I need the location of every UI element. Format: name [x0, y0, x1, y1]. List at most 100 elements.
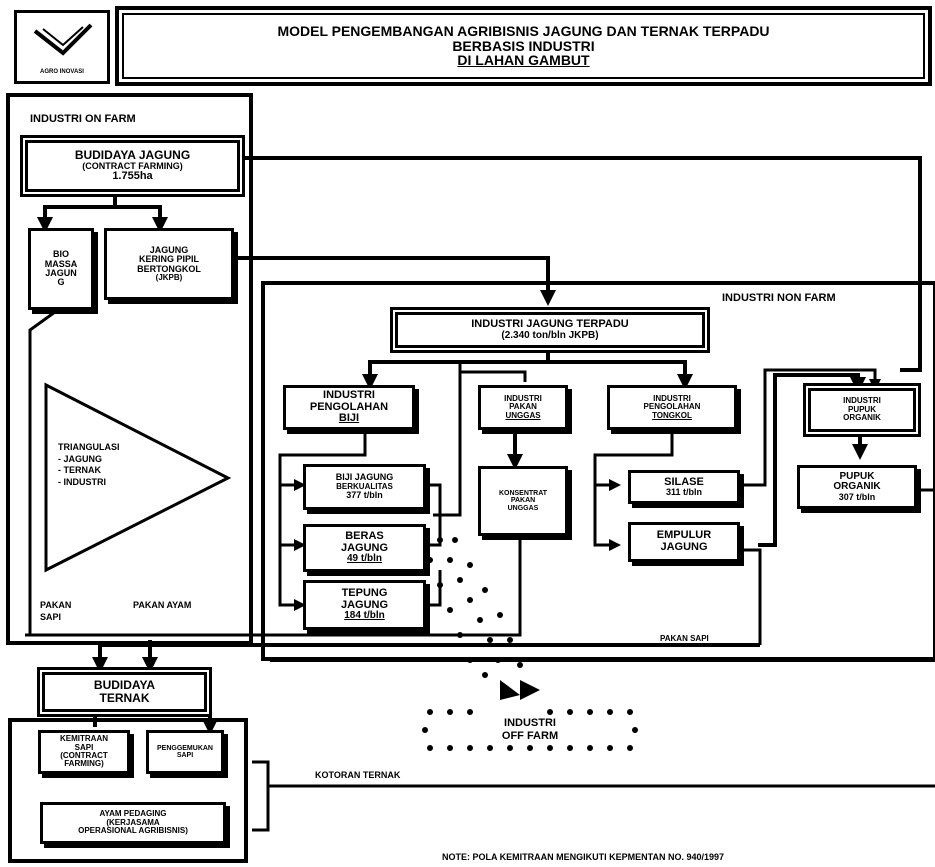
jagung-kering-box: JAGUNG KERING PIPIL BERTONGKOL (JKPB): [104, 228, 234, 300]
ayam-pedaging-line1: AYAM PEDAGING: [99, 809, 167, 819]
off-farm-line2: OFF FARM: [501, 730, 559, 743]
silase-value: 311 t/bln: [665, 487, 702, 498]
budidaya-ternak-line2: TERNAK: [99, 691, 150, 705]
ayam-pedaging-line2: (KERJASAMA: [106, 817, 160, 827]
triangulasi-triangle: [44, 382, 232, 573]
triangulasi-item-ternak: - TERNAK: [58, 465, 101, 476]
footnote: NOTE: POLA KEMITRAAN MENGIKUTI KEPMENTAN…: [442, 852, 725, 862]
budidaya-jagung-box: BUDIDAYA JAGUNG (CONTRACT FARMING) 1.755…: [25, 140, 240, 192]
kemitraan-line4: FARMING): [64, 759, 104, 769]
kemitraan-line2: SAPI: [74, 742, 94, 752]
budidaya-ternak-line1: BUDIDAYA: [93, 678, 156, 693]
non-farm-pakan-sapi-label: PAKAN SAPI: [660, 634, 709, 643]
triangulasi-text: TRIANGULASI - JAGUNG - TERNAK - INDUSTRI: [58, 442, 120, 489]
bio-massa-line4: G: [57, 277, 65, 288]
pakan-sapi-line2: SAPI: [40, 611, 62, 622]
pengolahan-biji-line1: INDUSTRI: [323, 389, 375, 402]
off-farm-line1: INDUSTRI: [504, 717, 556, 729]
title-line2: BERBASIS INDUSTRI: [452, 37, 595, 54]
tepung-jagung-line1: TEPUNG: [341, 587, 388, 600]
non-farm-title: INDUSTRI NON FARM: [722, 292, 836, 304]
jkpb-line2: KERING PIPIL: [138, 254, 199, 265]
pengolahan-biji-line2: PENGOLAHAN: [309, 400, 389, 413]
agro-inovasi-logo-icon: [33, 23, 93, 56]
tepung-jagung-line2: JAGUNG: [340, 598, 389, 611]
pengolahan-tongkol-line3: TONGKOL: [652, 410, 692, 420]
tepung-jagung-value: 184 t/bln: [344, 610, 385, 622]
budidaya-jagung-line1: BUDIDAYA JAGUNG: [74, 148, 191, 163]
empulur-line2: JAGUNG: [660, 541, 708, 553]
konsentrat-box: KONSENTRAT PAKAN UNGGAS: [478, 466, 568, 536]
title-line3: DI LAHAN GAMBUT: [457, 52, 590, 69]
pupuk-organik-line2: ORGANIK: [833, 481, 881, 493]
pakan-ayam-label: PAKAN AYAM: [133, 600, 192, 610]
kemitraan-box: KEMITRAAN SAPI (CONTRACT FARMING): [38, 730, 130, 774]
ayam-pedaging-line3: OPERASIONAL AGRIBISNIS): [78, 826, 188, 836]
pengolahan-tongkol-line2: PENGOLAHAN: [643, 402, 701, 412]
biji-berkualitas-line2: BERKUALITAS: [336, 481, 393, 491]
penggemukan-line2: SAPI: [176, 752, 194, 759]
silase-box: SILASE 311 t/bln: [628, 470, 740, 504]
pupuk-ind-line3: ORGANIK: [843, 413, 881, 423]
budidaya-jagung-area: 1.755ha: [112, 170, 153, 183]
jkpb-line3: BERTONGKOL: [137, 263, 201, 274]
logo-box: AGRO INOVASI: [14, 10, 110, 84]
pupuk-ind-line1: INDUSTRI: [843, 396, 881, 406]
terpadu-line1: INDUSTRI JAGUNG TERPADU: [471, 317, 629, 330]
beras-jagung-line2: JAGUNG: [340, 541, 389, 554]
konsentrat-line1: KONSENTRAT: [498, 489, 548, 497]
title-line1: MODEL PENGEMBANGAN AGRIBISNIS JAGUNG DAN…: [277, 22, 770, 39]
lower-on-farm-frame: [8, 718, 248, 863]
beras-jagung-box: BERAS JAGUNG 49 t/bln: [303, 524, 426, 572]
pakan-unggas-line2: PAKAN: [509, 402, 537, 412]
empulur-box: EMPULUR JAGUNG: [628, 522, 740, 562]
pengolahan-tongkol-box: INDUSTRI PENGOLAHAN TONGKOL: [607, 385, 737, 430]
industri-terpadu-box: INDUSTRI JAGUNG TERPADU (2.340 ton/bln J…: [395, 312, 705, 348]
penggemukan-box: PENGGEMUKAN SAPI: [146, 730, 224, 774]
pupuk-organik-line1: PUPUK: [839, 470, 875, 482]
kemitraan-line3: (CONTRACT: [60, 751, 108, 760]
on-farm-title: INDUSTRI ON FARM: [30, 113, 136, 125]
pengolahan-biji-line3: BIJI: [338, 412, 360, 425]
biji-berkualitas-box: BIJI JAGUNG BERKUALITAS 377 t/bln: [303, 464, 426, 510]
beras-jagung-line1: BERAS: [345, 530, 384, 543]
konsentrat-line3: UNGGAS: [507, 504, 539, 512]
pakan-sapi-label: PAKAN SAPI: [40, 600, 71, 623]
pupuk-ind-line2: PUPUK: [847, 404, 876, 414]
pakan-sapi-line1: PAKAN: [40, 600, 72, 610]
jkpb-line1: JAGUNG: [149, 244, 189, 255]
pengolahan-biji-box: INDUSTRI PENGOLAHAN BIJI: [283, 385, 415, 430]
triangulasi-title: TRIANGULASI: [58, 442, 120, 452]
silase-line1: SILASE: [664, 475, 704, 488]
kotoran-ternak-label: KOTORAN TERNAK: [315, 770, 401, 780]
title-box: MODEL PENGEMBANGAN AGRIBISNIS JAGUNG DAN…: [115, 6, 932, 86]
pakan-unggas-box: INDUSTRI PAKAN UNGGAS: [478, 385, 568, 430]
triangulasi-item-industri: - INDUSTRI: [58, 477, 106, 488]
pupuk-organik-box: PUPUK ORGANIK 307 t/bln: [797, 465, 917, 509]
logo-text: AGRO INOVASI: [40, 68, 84, 75]
pakan-unggas-line3: UNGGAS: [505, 410, 541, 420]
bio-massa-line1: BIO: [52, 249, 69, 260]
biji-berkualitas-value: 377 t/bln: [346, 490, 383, 501]
bio-massa-line2: MASSA: [44, 258, 78, 269]
triangulasi-item-jagung: - JAGUNG: [58, 453, 103, 464]
konsentrat-line2: PAKAN: [510, 497, 536, 505]
industri-pupuk-box: INDUSTRI PUPUK ORGANIK: [808, 388, 916, 432]
budidaya-jagung-line2: (CONTRACT FARMING): [82, 160, 183, 171]
biji-berkualitas-line1: BIJI JAGUNG: [335, 472, 394, 483]
budidaya-ternak-box: BUDIDAYA TERNAK: [42, 672, 207, 712]
beras-jagung-value: 49 t/bln: [346, 553, 382, 565]
terpadu-line2: (2.340 ton/bln JKPB): [501, 329, 599, 341]
empulur-line1: EMPULUR: [656, 529, 712, 542]
bio-massa-line3: JAGUN: [45, 268, 77, 278]
ayam-pedaging-box: AYAM PEDAGING (KERJASAMA OPERASIONAL AGR…: [40, 802, 226, 844]
kemitraan-line1: KEMITRAAN: [60, 734, 108, 744]
pakan-unggas-line1: INDUSTRI: [504, 393, 542, 403]
off-farm-label: INDUSTRI OFF FARM: [470, 717, 590, 743]
jkpb-line4: (JKPB): [155, 272, 183, 282]
tepung-jagung-box: TEPUNG JAGUNG 184 t/bln: [303, 580, 426, 630]
penggemukan-line1: PENGGEMUKAN: [156, 744, 213, 752]
bio-massa-box: BIO MASSA JAGUN G: [28, 228, 94, 310]
pengolahan-tongkol-line1: INDUSTRI: [653, 393, 691, 403]
